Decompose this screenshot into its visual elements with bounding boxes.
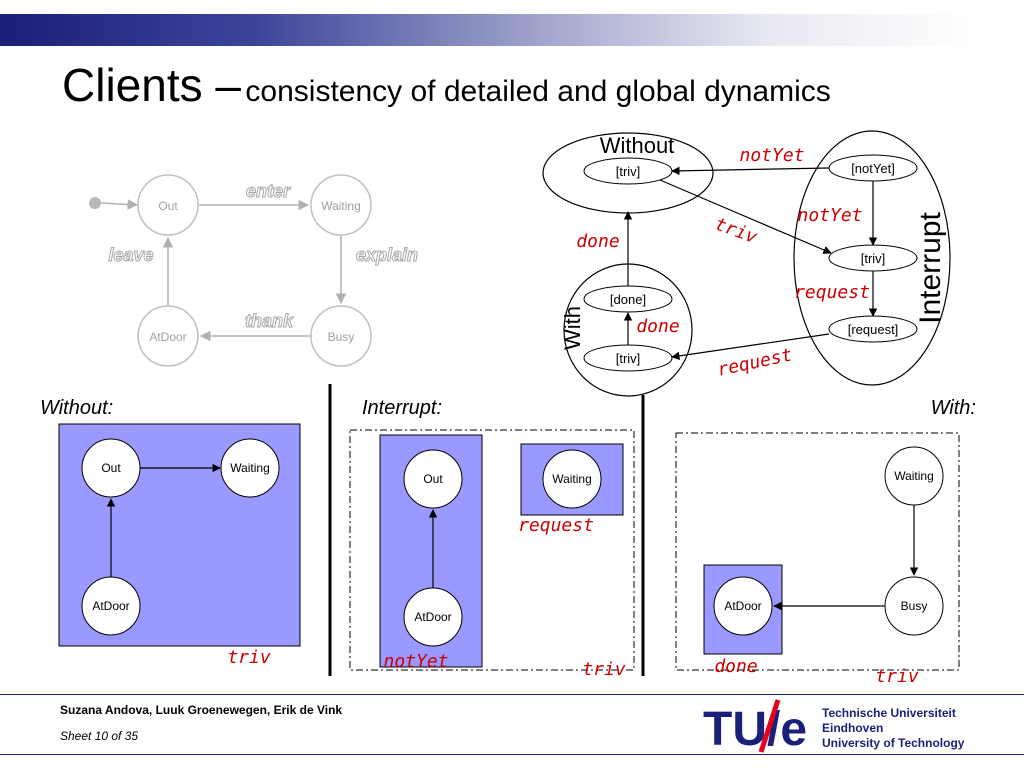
state-label: AtDoor — [149, 330, 186, 344]
node-label: [request] — [848, 322, 899, 337]
node-label: [notYet] — [851, 161, 895, 176]
tag-label: request — [518, 515, 594, 536]
tue-logo-text: TU/e — [703, 703, 807, 756]
transition-label: enter — [246, 181, 291, 201]
interrupt-dashed-region — [349, 429, 635, 671]
tue-logo-slash — [758, 699, 781, 753]
state-label: Waiting — [894, 469, 934, 483]
state-label: AtDoor — [92, 599, 129, 613]
edge-label: notYet — [797, 205, 862, 226]
state-label: Out — [423, 472, 443, 486]
footer-authors: Suzana Andova, Luuk Groenewegen, Erik de… — [60, 703, 343, 717]
state-label: Waiting — [230, 461, 270, 475]
state-label: Waiting — [552, 472, 592, 486]
panel-label: Without: — [40, 397, 113, 419]
global-dynamics-diagram: Without With Interrupt [triv] [notYet] [… — [542, 130, 951, 397]
region-label-with: With — [560, 306, 585, 350]
tag-label: triv — [582, 659, 626, 680]
state-label: Out — [158, 199, 178, 213]
panel-with: With: Waiting Busy AtDoor done triv — [675, 397, 976, 687]
tag-label: triv — [227, 647, 271, 668]
transition-label: thank — [245, 311, 294, 331]
node-label: [triv] — [616, 351, 641, 366]
node-label: [triv] — [861, 251, 886, 266]
edge-label: request — [794, 282, 870, 303]
state-waiting — [542, 449, 602, 509]
footer-rule-bottom — [0, 754, 1024, 755]
tag-label: notYet — [383, 651, 448, 672]
edge-label: done — [636, 316, 679, 337]
state-label: Out — [101, 461, 121, 475]
university-name-line: Eindhoven — [822, 721, 884, 735]
state-waiting-faded — [310, 174, 372, 236]
with-dashed-region — [675, 432, 960, 671]
state-label: AtDoor — [414, 610, 451, 624]
state-out — [403, 449, 463, 509]
state-label: AtDoor — [724, 599, 761, 613]
state-atdoor — [713, 576, 773, 636]
faded-state-machine: Out Waiting Busy AtDoor enter explain th… — [89, 174, 419, 367]
title-bar-gradient — [0, 14, 1024, 46]
edge-label: request — [716, 344, 795, 380]
state-label: Waiting — [321, 199, 361, 213]
region-label-interrupt: Interrupt — [914, 211, 947, 323]
university-name-line: Technische Universiteit — [822, 706, 956, 720]
transition-label: leave — [108, 245, 153, 265]
node-label: [triv] — [616, 164, 641, 179]
state-out-faded — [137, 174, 199, 236]
state-atdoor-faded — [137, 305, 199, 367]
edge-label: triv — [712, 214, 760, 249]
state-busy-faded — [310, 305, 372, 367]
slide-title: Clients – consistency of detailed and gl… — [62, 58, 831, 112]
footer-rule-top — [0, 694, 1024, 695]
state-label: Busy — [901, 599, 928, 613]
transition-label: explain — [356, 245, 418, 265]
panel-interrupt: Interrupt: Out AtDoor Waiting request no… — [349, 397, 635, 680]
node-label: [done] — [610, 292, 646, 307]
university-name-line: University of Technology — [822, 736, 965, 750]
initial-state-dot — [89, 197, 101, 209]
state-waiting — [220, 438, 280, 498]
footer-sheet-number: Sheet 10 of 35 — [60, 729, 139, 743]
panel-label: With: — [931, 397, 976, 419]
title-subtitle: consistency of detailed and global dynam… — [245, 75, 831, 108]
tag-label: triv — [875, 666, 919, 687]
edge-label: notYet — [739, 145, 804, 166]
tue-logo: TU/e — [703, 699, 807, 756]
edge-label: done — [576, 231, 619, 252]
region-label-without: Without — [600, 133, 675, 158]
tag-label: done — [714, 656, 757, 677]
state-label: Busy — [328, 330, 355, 344]
panel-label: Interrupt: — [362, 397, 442, 419]
panel-without: Without: Out Waiting AtDoor triv — [40, 397, 301, 668]
title-main: Clients – — [62, 59, 241, 111]
